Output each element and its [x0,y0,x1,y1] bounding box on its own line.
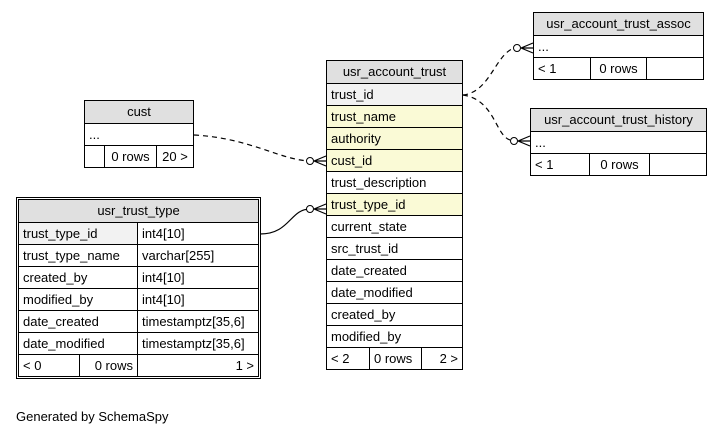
row-count: 0 rows [79,355,137,376]
ellipsis: ... [538,39,549,54]
table-row: trust_type_id [327,193,462,215]
table-footer: 0 rows 20 > [85,145,193,167]
footer-blank [646,58,703,79]
column-type: varchar[255] [137,245,258,266]
column-name: trust_type_id [331,197,406,212]
column-name: trust_name [331,109,397,124]
relation-trust-type-line [259,208,311,235]
row-count: 0 rows [590,58,646,79]
relation-assoc-crowfoot [520,42,534,54]
table-row: created_by [327,303,462,325]
table-header: usr_account_trust_history [531,109,706,131]
table-footer: < 1 0 rows [531,153,706,175]
table-title: usr_account_trust_assoc [546,16,691,31]
table-row: date_created timestamptz[35,6] [19,310,258,332]
parents-count: < 1 [535,157,554,172]
column-name: modified_by [23,292,94,307]
column-name: src_trust_id [331,241,399,256]
table-row: created_by int4[10] [19,266,258,288]
table-row: modified_by int4[10] [19,288,258,310]
table-title: usr_account_trust_history [544,112,693,127]
ellipsis: ... [89,127,100,142]
row-count: 0 rows [369,348,421,369]
table-row: trust_type_id int4[10] [19,222,258,244]
column-type: timestamptz[35,6] [137,333,258,354]
row-count: 0 rows [589,154,649,175]
children-count: 20 > [156,146,193,167]
column-name: cust_id [331,153,373,168]
column-name: authority [331,131,381,146]
ellipsis: ... [535,135,546,150]
table-row: date_modified [327,281,462,303]
row-count: 0 rows [104,146,156,167]
table-header: usr_account_trust [327,61,462,83]
table-cust[interactable]: cust ... 0 rows 20 > [84,100,194,168]
relation-trust-type-crowfoot [313,203,327,215]
table-footer: < 1 0 rows [534,57,703,79]
table-usr-account-trust[interactable]: usr_account_trust trust_id trust_name au… [326,60,463,370]
column-name: trust_type_id [19,223,137,244]
table-row: current_state [327,215,462,237]
table-footer: < 0 0 rows 1 > [19,354,258,376]
column-name: date_created [23,314,99,329]
column-name: trust_type_name [23,248,120,263]
table-row: date_created [327,259,462,281]
table-footer: < 2 0 rows 2 > [327,347,462,369]
table-header: usr_trust_type [19,200,258,222]
column-name: current_state [331,219,407,234]
table-row: cust_id [327,149,462,171]
relation-assoc-line [462,47,515,96]
column-name: created_by [331,307,396,322]
relation-cust-crowfoot-circle [306,157,314,165]
table-usr-account-trust-history[interactable]: usr_account_trust_history ... < 1 0 rows [530,108,707,176]
table-row: authority [327,127,462,149]
parents-count: < 0 [23,358,42,373]
table-row: trust_description [327,171,462,193]
table-row: src_trust_id [327,237,462,259]
table-title: usr_trust_type [97,203,180,218]
relation-trust-type-crowfoot-circle [306,205,314,213]
relation-cust-crowfoot [313,155,327,167]
parents-count: < 1 [538,61,557,76]
table-row: ... [531,131,706,153]
table-row: ... [534,35,703,57]
table-row: trust_id [327,83,462,105]
table-row: trust_type_name varchar[255] [19,244,258,266]
parents-count: < 2 [331,351,350,366]
column-name: modified_by [331,329,402,344]
table-title: usr_account_trust [342,64,447,79]
table-title: cust [127,104,151,119]
column-name: trust_description [331,175,427,190]
table-usr-account-trust-assoc[interactable]: usr_account_trust_assoc ... < 1 0 rows [533,12,704,80]
relation-history-crowfoot [517,135,531,147]
children-count: 2 > [421,348,462,369]
footer-blank [649,154,706,175]
table-row: ... [85,123,193,145]
table-header: usr_account_trust_assoc [534,13,703,35]
table-usr-trust-type[interactable]: usr_trust_type trust_type_id int4[10] tr… [16,197,261,379]
column-type: int4[10] [137,223,258,244]
table-row: trust_name [327,105,462,127]
column-name: date_modified [23,336,105,351]
column-name: date_modified [331,285,413,300]
column-name: trust_id [331,87,374,102]
table-row: modified_by [327,325,462,347]
column-name: date_created [331,263,407,278]
relation-history-line [462,94,511,141]
relation-cust-line [193,134,311,162]
column-type: int4[10] [137,267,258,288]
table-header: cust [85,101,193,123]
column-name: created_by [23,270,88,285]
relation-assoc-crowfoot-circle [513,44,521,52]
relation-history-crowfoot-circle [510,137,518,145]
generated-by-text: Generated by SchemaSpy [16,409,169,424]
column-type: int4[10] [137,289,258,310]
column-type: timestamptz[35,6] [137,311,258,332]
table-row: date_modified timestamptz[35,6] [19,332,258,354]
footer-blank [85,146,104,167]
children-count: 1 > [137,355,258,376]
